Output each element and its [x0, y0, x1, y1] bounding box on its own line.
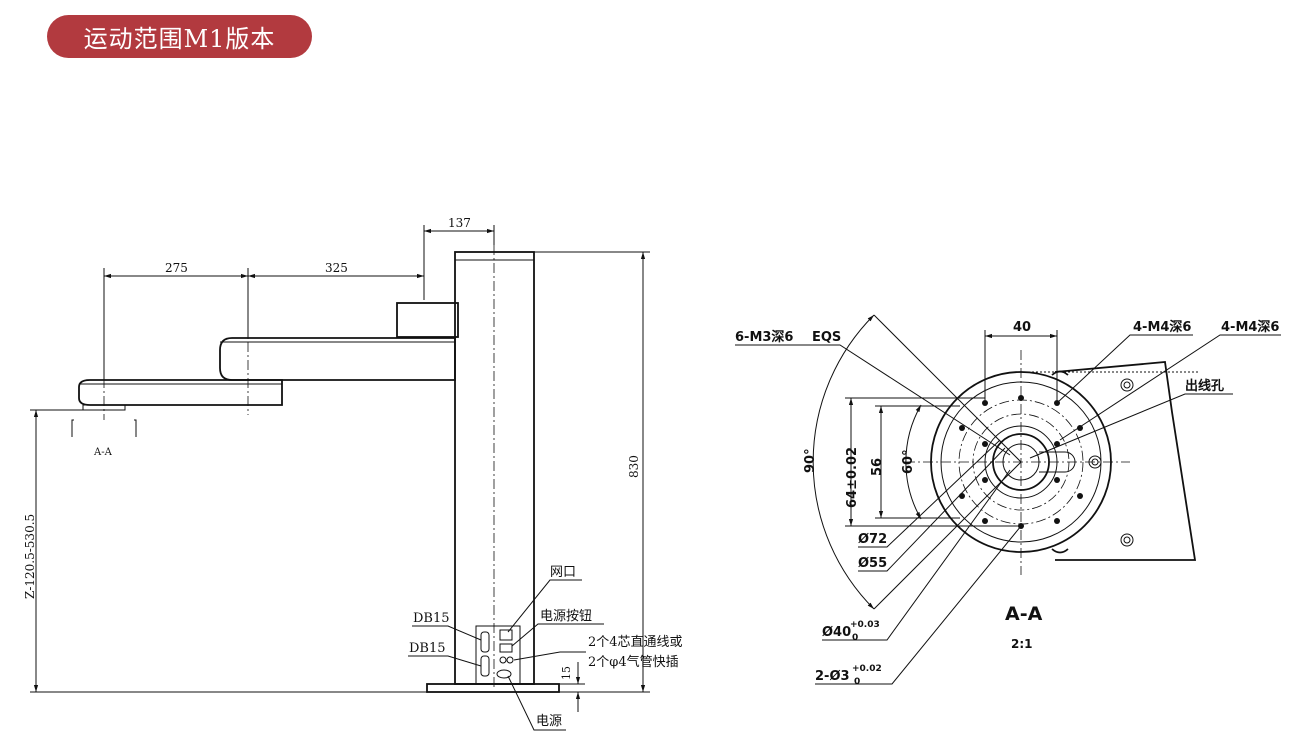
dim-15: 15 [560, 666, 573, 680]
section-mark: A-A [93, 447, 113, 458]
page-title-text: 运动范围M1版本 [83, 25, 276, 53]
label-d40h: Ø40 [822, 625, 851, 640]
label-m3: 6-M3深6 [735, 329, 793, 345]
label-d3h: 2-Ø3 [815, 669, 850, 684]
label-cable-hole: 出线孔 [1185, 378, 1224, 394]
dim-z-range: Z-120.5-530.5 [23, 514, 37, 599]
label-d3h-tol-low: 0 [854, 677, 860, 687]
section-label: A-A [1005, 603, 1043, 625]
side-view: A-A 137 275 325 830 Z-120.5-530.5 15 网口 … [23, 216, 683, 731]
label-d55: Ø55 [858, 556, 887, 571]
label-m4-a: 4-M4深6 [1133, 319, 1191, 335]
page-title: 运动范围M1版本 [47, 15, 312, 58]
dim-137: 137 [448, 216, 471, 230]
connector-panel [475, 625, 521, 685]
label-d40h-tol-low: 0 [852, 633, 858, 643]
arm-profile [1054, 361, 1197, 561]
label-eqs: EQS [812, 330, 841, 345]
dim-325: 325 [325, 261, 348, 275]
label-d40h-tol-up: +0.03 [850, 620, 880, 630]
section-view: 40 64±0.02 56 60° 90° 6-M3深6 EQS Ø72 Ø55… [735, 314, 1281, 687]
upper-arm [219, 337, 456, 381]
dim-90deg: 90° [803, 448, 818, 473]
shoulder-block [396, 302, 459, 338]
dim-830: 830 [627, 455, 641, 478]
label-db15-top: DB15 [413, 611, 450, 626]
label-d72: Ø72 [858, 532, 887, 547]
dim-60deg: 60° [901, 449, 916, 474]
section-scale: 2:1 [1011, 637, 1033, 651]
label-d3h-tol-up: +0.02 [852, 664, 882, 674]
label-network-port: 网口 [550, 565, 576, 580]
label-power: 电源 [536, 714, 562, 729]
dim-40: 40 [1013, 320, 1031, 335]
flange-holes [959, 395, 1083, 529]
dim-64: 64±0.02 [845, 447, 860, 508]
label-air-line-1: 2个4芯直通线或 [588, 635, 683, 650]
label-m4-b: 4-M4深6 [1221, 319, 1279, 335]
robot-base-plate [426, 683, 560, 693]
label-power-button: 电源按钮 [540, 609, 592, 624]
robot-column [454, 251, 535, 685]
label-air-line-2: 2个φ4气管快插 [588, 654, 679, 670]
dim-56: 56 [870, 458, 885, 476]
label-db15-bottom: DB15 [409, 641, 446, 656]
dim-275: 275 [165, 261, 188, 275]
